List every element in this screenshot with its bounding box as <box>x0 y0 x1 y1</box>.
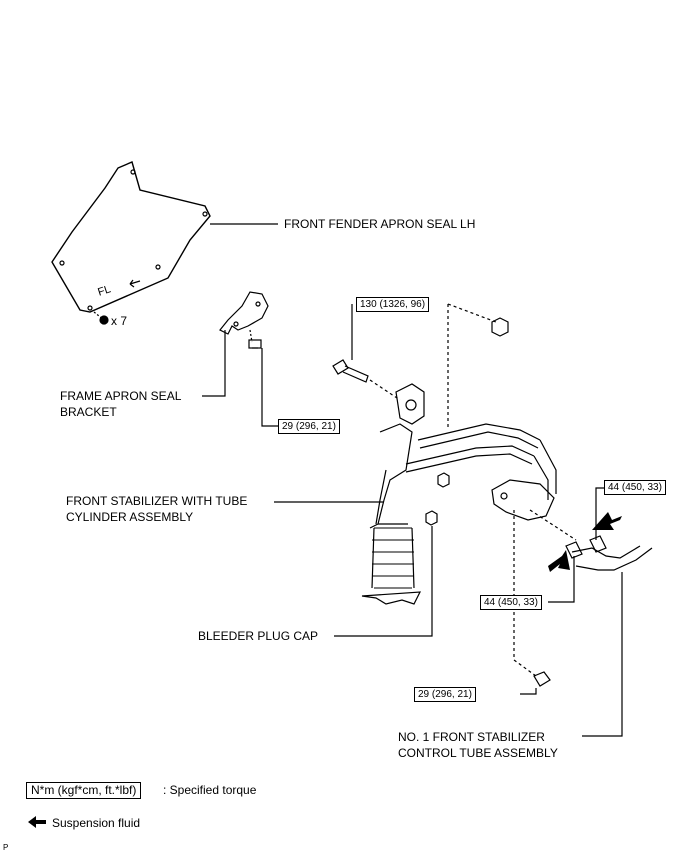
fluid-arrow-1 <box>592 512 622 530</box>
stabilizer-body <box>369 423 413 529</box>
apron-seal-shape <box>51 161 211 313</box>
torque-bracket-bolt: 29 (296, 21) <box>278 419 340 434</box>
bleeder-plug-cap-label: BLEEDER PLUG CAP <box>198 629 319 643</box>
connector-block <box>491 479 555 521</box>
legend-unit-box: N*m (kgf*cm, ft.*lbf) <box>26 782 142 799</box>
bracket-label-line2: BRACKET <box>60 405 117 419</box>
torque-bottom-bolt: 29 (296, 21) <box>414 687 476 702</box>
bracket-label-line1: FRAME APRON SEAL <box>60 389 182 403</box>
legend-arrow <box>28 816 46 828</box>
control-tube-label-line2: CONTROL TUBE ASSEMBLY <box>398 746 558 760</box>
apron-seal-label: FRONT FENDER APRON SEAL LH <box>284 217 476 231</box>
legend-fluid-text: Suspension fluid <box>52 816 141 830</box>
legend-unit-text: : Specified torque <box>163 783 257 797</box>
clip-quantity-label: x 7 <box>111 314 128 328</box>
fluid-arrow-2 <box>548 550 570 572</box>
torque-top-bolt: 130 (1326, 96) <box>356 297 430 312</box>
torque-right-lower: 44 (450, 33) <box>480 595 542 610</box>
control-tube-label-line1: NO. 1 FRONT STABILIZER <box>398 730 545 744</box>
torque-right-upper: 44 (450, 33) <box>604 480 666 495</box>
stabilizer-label-line2: CYLINDER ASSEMBLY <box>66 510 194 524</box>
bracket-shape <box>219 291 269 335</box>
stabilizer-label-line1: FRONT STABILIZER WITH TUBE <box>66 494 248 508</box>
control-tube <box>571 545 653 571</box>
corner-mark: P <box>3 843 9 852</box>
